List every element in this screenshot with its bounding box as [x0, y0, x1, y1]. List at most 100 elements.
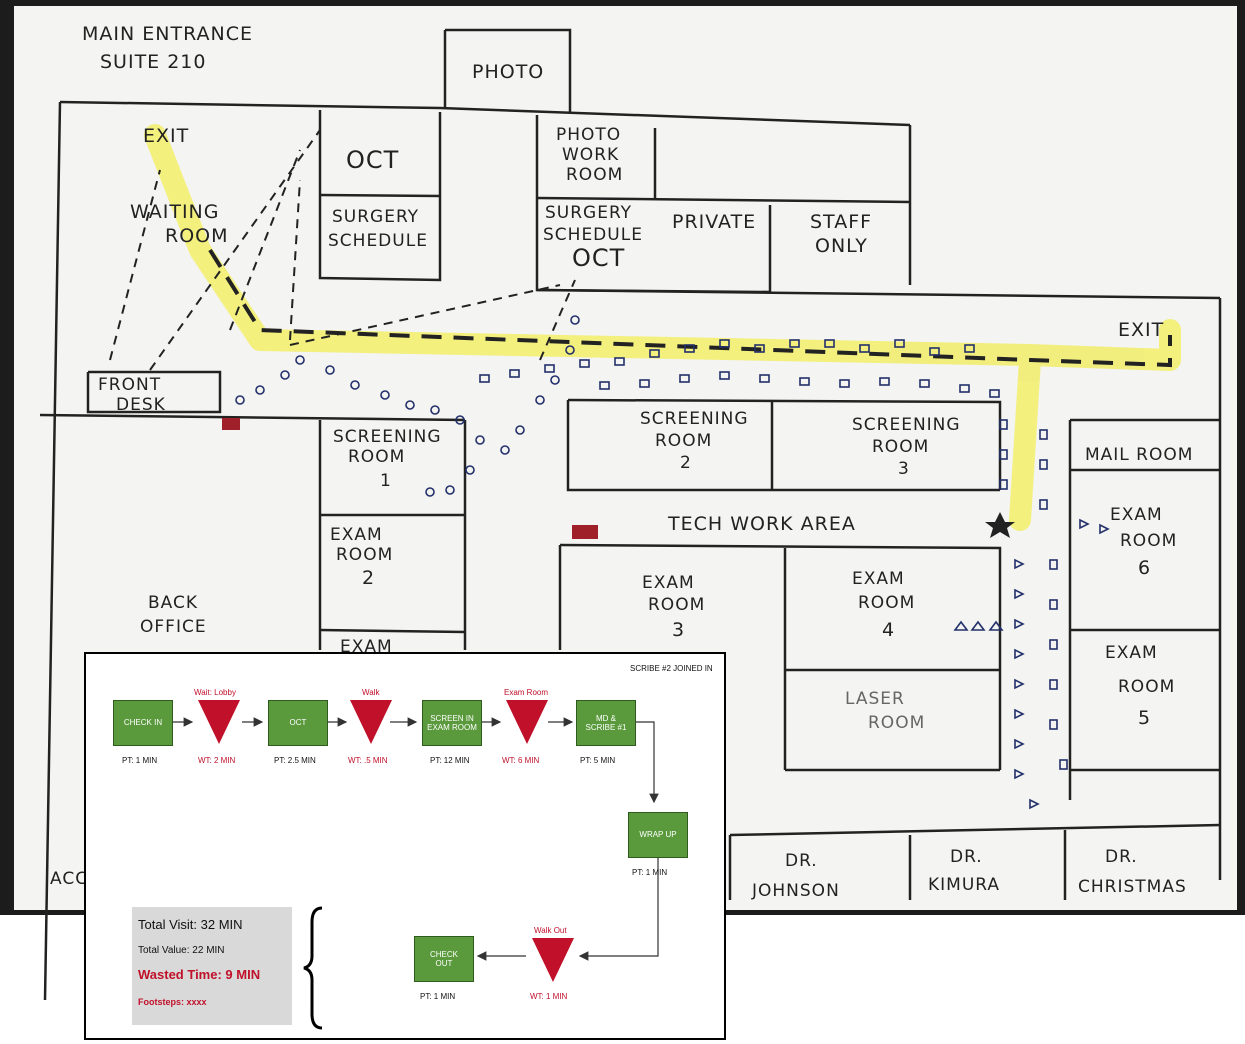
- screen-label-1: SCREEN IN: [430, 713, 474, 723]
- main-dash-route: [208, 248, 1172, 368]
- flow-arrows: [172, 717, 659, 1030]
- footstep-cluster-lobby: [235, 315, 580, 497]
- exam6-label-3: 6: [1138, 557, 1151, 579]
- staff-only-label-1: STAFF: [810, 211, 872, 233]
- oct-box: OCT: [268, 700, 328, 746]
- value-stream-map: SCRIBE #2 JOINED IN CHECK IN PT: 1 MIN W…: [84, 652, 726, 1040]
- main-entrance-label: MAIN ENTRANCE: [82, 23, 253, 45]
- screening3-label-1: SCREENING: [852, 415, 961, 435]
- suite-label: SUITE 210: [100, 51, 207, 73]
- wrap-up-box: WRAP UP: [628, 812, 688, 858]
- scribe-joined-note: SCRIBE #2 JOINED IN: [630, 664, 713, 673]
- total-value: Total Value: 22 MIN: [138, 945, 225, 956]
- screening2-label-1: SCREENING: [640, 409, 749, 429]
- screening3-label-2: ROOM: [872, 437, 929, 457]
- check-in-label: CHECK IN: [123, 718, 163, 728]
- front-desk-label-2: DESK: [116, 395, 166, 415]
- walk-label: Walk: [362, 688, 380, 697]
- dr-kimura-label-1: DR.: [950, 847, 983, 867]
- wasted-time: Wasted Time: 9 MIN: [138, 967, 261, 982]
- screen-exam-box: SCREEN IN EXAM ROOM: [422, 700, 482, 746]
- check-out-label-2: OUT: [435, 959, 453, 968]
- private-label: PRIVATE: [672, 211, 756, 233]
- exam3-label-1: EXAM: [642, 573, 695, 593]
- back-office-label-2: OFFICE: [140, 617, 207, 637]
- acc-label: ACC: [50, 869, 88, 889]
- footstep-cluster-hall: [479, 339, 1000, 398]
- screening1-label-2: ROOM: [348, 447, 405, 467]
- surgery-schedule2-label-1: SURGERY: [545, 203, 632, 223]
- screening1-label-3: 1: [380, 471, 392, 491]
- footsteps: Footsteps: xxxx: [138, 997, 207, 1007]
- photo-room-label: PHOTO: [472, 61, 544, 83]
- walk-out-wt: WT: 1 MIN: [530, 992, 568, 1001]
- photo-work-label-3: ROOM: [566, 165, 623, 185]
- surgery-schedule-label-1: SURGERY: [332, 207, 419, 227]
- dr-johnson-label-2: JOHNSON: [751, 881, 840, 901]
- exam-room-wt: WT: 6 MIN: [502, 756, 540, 765]
- front-desk-label-1: FRONT: [98, 375, 161, 395]
- oct2-room-label: OCT: [572, 244, 625, 272]
- check-in-box: CHECK IN: [113, 700, 173, 746]
- exam2-label-1: EXAM: [330, 525, 383, 545]
- laser-room-label-2: ROOM: [868, 713, 925, 733]
- screening2-label-3: 2: [680, 453, 692, 473]
- exam4-label-1: EXAM: [852, 569, 905, 589]
- total-visit: Total Visit: 32 MIN: [138, 917, 243, 932]
- oct-label: OCT: [289, 718, 307, 728]
- footstep-marks: [235, 315, 1110, 810]
- exit-right-label: EXIT: [1118, 319, 1164, 341]
- wait-lobby-wt: WT: 2 MIN: [198, 756, 236, 765]
- exam3-label-3: 3: [672, 619, 685, 641]
- exit-left-label: EXIT: [143, 125, 189, 147]
- check-out-pt: PT: 1 MIN: [420, 992, 456, 1001]
- exam5-label-1: EXAM: [1105, 643, 1158, 663]
- dr-christmas-label-1: DR.: [1105, 847, 1138, 867]
- screening2-label-2: ROOM: [655, 431, 712, 451]
- walking-paths: [109, 129, 576, 371]
- check-out-box: CHECK OUT: [414, 936, 474, 982]
- dr-christmas-label-2: CHRISTMAS: [1078, 877, 1187, 897]
- screening1-label-1: SCREENING: [333, 427, 442, 447]
- footstep-cluster-right: [953, 419, 1110, 810]
- photo-work-label-1: PHOTO: [556, 125, 621, 145]
- check-out-label-1: CHECK: [429, 949, 458, 959]
- visit-summary: Total Visit: 32 MIN Total Value: 22 MIN …: [132, 907, 292, 1025]
- exam-room-wait-label: Exam Room: [504, 688, 549, 697]
- wait-lobby-triangle: [198, 700, 240, 744]
- walk-out-label: Walk Out: [534, 926, 567, 935]
- screening3-label-3: 3: [898, 459, 910, 479]
- walk-triangle: [350, 700, 392, 744]
- md-pt: PT: 5 MIN: [580, 756, 616, 765]
- photo-work-label-2: WORK: [562, 145, 619, 165]
- walk-out-triangle: [532, 938, 574, 982]
- oct-pt: PT: 2.5 MIN: [274, 756, 316, 765]
- star-icon: [985, 512, 1015, 538]
- md-label-2: SCRIBE #1: [585, 723, 627, 732]
- screen-label-2: EXAM ROOM: [427, 723, 477, 732]
- tech-work-area-label: TECH WORK AREA: [667, 513, 856, 535]
- exam5-label-3: 5: [1138, 707, 1151, 729]
- waiting-room-label-1: WAITING: [130, 201, 220, 223]
- exam6-label-2: ROOM: [1120, 531, 1177, 551]
- md-label-1: MD &: [596, 713, 616, 723]
- wrap-up-label: WRAP UP: [639, 830, 677, 840]
- mail-room-label: MAIL ROOM: [1085, 445, 1193, 465]
- exam5-label-2: ROOM: [1118, 677, 1175, 697]
- exam-room-wait-triangle: [506, 700, 548, 744]
- surgery-schedule2-label-2: SCHEDULE: [543, 225, 643, 245]
- waiting-room-label-2: ROOM: [165, 225, 229, 247]
- wrap-up-pt: PT: 1 MIN: [632, 868, 668, 877]
- exam2-label-3: 2: [362, 567, 375, 589]
- surgery-schedule-label-2: SCHEDULE: [328, 231, 428, 251]
- exam4-label-2: ROOM: [858, 593, 915, 613]
- md-scribe-box: MD & SCRIBE #1: [576, 700, 636, 746]
- exam3-label-2: ROOM: [648, 595, 705, 615]
- exit-route-highlight: [144, 124, 1181, 531]
- summary-brace: [303, 906, 323, 1030]
- exam2-label-2: ROOM: [336, 545, 393, 565]
- dr-kimura-label-2: KIMURA: [928, 875, 1000, 895]
- exam6-label-1: EXAM: [1110, 505, 1163, 525]
- screen-pt: PT: 12 MIN: [430, 756, 470, 765]
